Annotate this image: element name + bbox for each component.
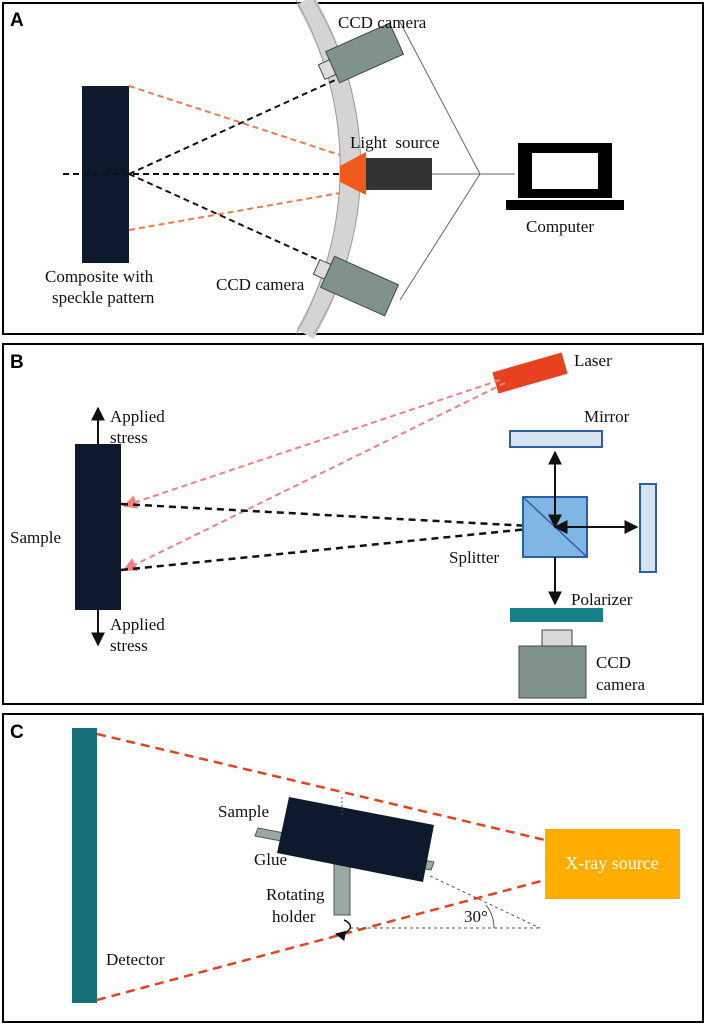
label-computer: Computer bbox=[526, 217, 594, 236]
polarizer bbox=[510, 608, 603, 622]
panel-c-letter: C bbox=[10, 722, 24, 743]
panel-b: B Laser Mirror Applied stress bbox=[2, 343, 704, 705]
ccd-camera-bottom bbox=[312, 255, 400, 317]
laser bbox=[492, 352, 568, 394]
sample-specimen bbox=[75, 444, 121, 610]
label-ccd-2: camera bbox=[596, 675, 646, 694]
mirror-top bbox=[509, 430, 603, 448]
computer-icon bbox=[506, 143, 624, 210]
label-composite-line1: Composite with bbox=[45, 267, 154, 286]
camera-view-top bbox=[128, 54, 391, 175]
light-ray-bottom bbox=[128, 192, 341, 231]
panel-a-frame bbox=[2, 2, 704, 335]
label-ccd-bottom: CCD camera bbox=[216, 275, 305, 294]
panel-b-frame bbox=[2, 343, 704, 705]
light-source bbox=[366, 158, 432, 190]
mirror-side bbox=[639, 483, 657, 573]
label-composite-line2: speckle pattern bbox=[52, 288, 155, 307]
label-glue: Glue bbox=[254, 850, 287, 869]
label-mirror: Mirror bbox=[584, 407, 630, 426]
ccd-camera-lens bbox=[541, 629, 573, 647]
label-angle: 30° bbox=[464, 907, 488, 926]
laser-beam-top bbox=[122, 379, 501, 509]
label-laser: Laser bbox=[574, 351, 612, 370]
label-rotating-1: Rotating bbox=[266, 885, 325, 904]
xray-beam-bottom bbox=[96, 878, 546, 1002]
panel-c: C X-ray source Sample Glue Rotating hold… bbox=[2, 713, 704, 1023]
panel-b-letter: B bbox=[10, 352, 24, 373]
detector bbox=[72, 728, 97, 1003]
angle-arc bbox=[485, 904, 495, 929]
xray-source bbox=[545, 829, 680, 899]
label-light-source: Light source bbox=[350, 133, 440, 152]
light-cone bbox=[340, 152, 366, 195]
label-xray-source: X-ray source bbox=[565, 853, 658, 873]
label-sample-c: Sample bbox=[218, 802, 269, 821]
ccd-camera-body bbox=[518, 645, 587, 699]
label-sample: Sample bbox=[10, 528, 61, 547]
rotation-arrow-icon bbox=[334, 919, 352, 941]
plate-extension bbox=[429, 875, 541, 929]
reflected-beam-top bbox=[120, 502, 549, 529]
label-detector: Detector bbox=[106, 950, 165, 969]
laser-beam-bottom bbox=[122, 382, 506, 571]
sample-block bbox=[277, 797, 434, 882]
label-rotating-2: holder bbox=[272, 907, 316, 926]
label-ccd-top: CCD camera bbox=[338, 13, 427, 32]
xray-beam-top bbox=[96, 732, 546, 842]
label-polarizer: Polarizer bbox=[571, 590, 633, 609]
panel-c-frame bbox=[2, 713, 704, 1023]
label-applied-stress-bottom-1: Applied bbox=[110, 615, 165, 634]
label-applied-stress-bottom-2: stress bbox=[110, 636, 148, 655]
ccd-camera-top bbox=[317, 22, 405, 84]
panel-a-letter: A bbox=[10, 10, 24, 31]
light-ray-top bbox=[128, 85, 341, 156]
label-ccd-1: CCD bbox=[596, 653, 631, 672]
label-applied-stress-top-1: Applied bbox=[110, 407, 165, 426]
panel-a: A CC bbox=[2, 0, 704, 340]
label-applied-stress-top-2: stress bbox=[110, 428, 148, 447]
label-splitter: Splitter bbox=[449, 548, 499, 567]
